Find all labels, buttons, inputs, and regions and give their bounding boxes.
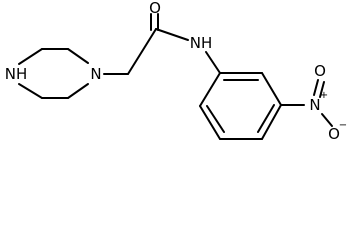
bond-ring <box>18 48 43 65</box>
bond-ring <box>67 48 89 64</box>
atom-o-carbonyl: O <box>149 0 161 17</box>
bond-nitro-o-double <box>319 81 325 98</box>
piperazine-ring <box>18 48 89 99</box>
bond-aromatic <box>199 105 221 140</box>
atom-o-nitro-top: O <box>314 62 326 80</box>
bond-ring <box>67 83 89 99</box>
atom-n-piperazine: N <box>90 65 101 83</box>
bond-nitro-o-single <box>321 113 333 127</box>
atom-nh-piperazine: NH <box>5 65 28 83</box>
chemical-structure: NH N O NH N + O O − <box>5 0 347 143</box>
bond-aromatic <box>199 72 221 107</box>
charge-plus-nitro-n: + <box>320 90 328 101</box>
bond-carbonyl-nh <box>155 28 189 41</box>
benzene-ring <box>199 72 282 140</box>
bond-aromatic <box>261 72 282 106</box>
charge-minus-nitro-o: − <box>339 120 347 131</box>
bond-aromatic-inner <box>206 105 225 133</box>
bond-ring <box>18 83 43 99</box>
bond-aromatic-inner <box>257 104 275 133</box>
acetamide-linker <box>103 13 221 75</box>
bond-nitro-o-double <box>313 79 319 96</box>
atom-n-nitro: N <box>309 96 320 114</box>
atom-o-nitro-bottom: O <box>328 125 340 143</box>
bond-ch2-carbonyl <box>127 28 157 75</box>
atom-nh-amide: NH <box>190 34 213 52</box>
nitro-group <box>280 79 333 127</box>
bond-aromatic <box>261 104 282 140</box>
bond-nh-phenyl <box>205 51 221 74</box>
